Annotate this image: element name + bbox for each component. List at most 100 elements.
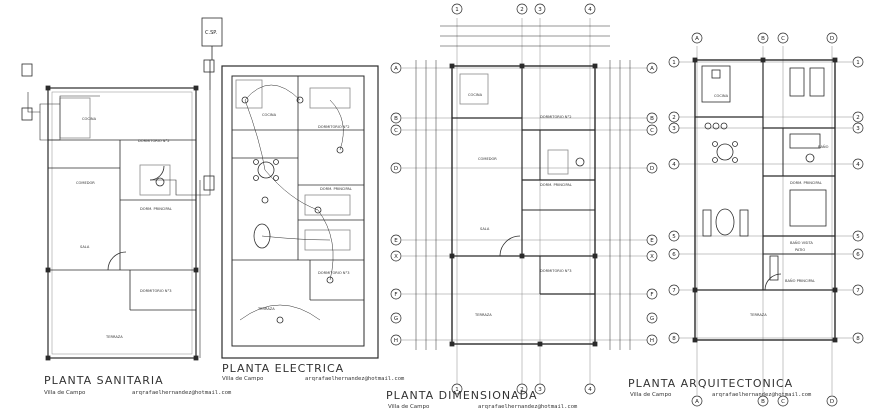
svg-text:2: 2 [520, 387, 524, 393]
room-dorm3-dim: DORMITORIO N°3 [540, 269, 572, 273]
grid-bubble-dim-bottom-4: 4 [584, 383, 596, 395]
svg-text:7: 7 [856, 288, 860, 294]
room-cocina-san: COCINA [82, 117, 97, 121]
svg-text:X: X [650, 254, 654, 260]
svg-text:4: 4 [588, 387, 592, 393]
room-comedor-san: COMEDOR [76, 181, 95, 185]
subtitle-electrica: Villa de Campo [222, 376, 264, 382]
grid-bubble-arq-top-A: A [691, 32, 703, 44]
title-planta-electrica: PLANTA ELECTRICA [222, 362, 345, 375]
svg-text:4: 4 [856, 162, 860, 168]
room-dorm2-san: DORMITORIO N°2 [138, 139, 170, 143]
svg-text:G: G [394, 316, 398, 322]
grid-bubble-arq-left-6: 6 [668, 248, 680, 260]
grid-bubble-arq-right-2: 2 [852, 111, 864, 123]
room-bano-arq: BAÑO [818, 144, 829, 149]
grid-bubble-dim-left-C: C [390, 124, 402, 136]
grid-bubble-dim-right-E: E [646, 234, 658, 246]
room-dormprin-ele: DORM. PRINCIPAL [320, 187, 352, 191]
room-labels: COCINA DORMITORIO N°2 COMEDOR DORM. PRIN… [76, 93, 829, 339]
grid-bubble-arq-right-1: 1 [852, 56, 864, 68]
room-terraza-dim: TERRAZA [474, 313, 492, 317]
svg-text:D: D [650, 166, 654, 172]
room-banovisita-arq: BAÑO VISITA [790, 240, 813, 245]
svg-text:H: H [394, 338, 398, 344]
grid-bubble-dim-left-D: D [390, 162, 402, 174]
svg-text:F: F [650, 292, 653, 298]
svg-text:6: 6 [856, 252, 860, 258]
csp-label: C.SP. [205, 30, 217, 36]
grid-bubble-dim-left-F: F [390, 288, 402, 300]
subtitle-sanitaria: Villa de Campo [44, 390, 86, 396]
grid-bubble-dim-left-A: A [390, 62, 402, 74]
room-sala-san: SALA [80, 245, 90, 249]
room-comedor-dim: COMEDOR [478, 157, 497, 161]
room-banoprin-arq: BAÑO PRINCIPAL [785, 278, 815, 283]
room-dorm2-dim: DORMITORIO N°2 [540, 115, 572, 119]
grid-bubble-arq-left-7: 7 [668, 284, 680, 296]
svg-text:8: 8 [856, 336, 860, 342]
grid-bubble-arq-right-7: 7 [852, 284, 864, 296]
room-dormprin-arq: DORM. PRINCIPAL [790, 181, 822, 185]
grid-bubble-arq-left-1: 1 [668, 56, 680, 68]
grid-bubble-dim-bottom-2: 2 [516, 383, 528, 395]
svg-text:C: C [650, 128, 654, 134]
svg-text:3: 3 [538, 7, 542, 13]
svg-text:B: B [650, 116, 654, 122]
grid-bubble-dim-right-H: H [646, 334, 658, 346]
grid-bubble-arq-right-6: 6 [852, 248, 864, 260]
svg-text:4: 4 [588, 7, 592, 13]
room-cocina-dim: COCINA [468, 93, 483, 97]
email-sanitaria: arqrafaelhernandez@hotmail.com [132, 390, 232, 396]
grid-bubble-arq-top-C: C [777, 32, 789, 44]
title-planta-arquitectonica: PLANTA ARQUITECTONICA [628, 377, 794, 390]
plan-sanitaria [21, 59, 215, 361]
grid-bubble-dim-bottom-1: 1 [451, 383, 463, 395]
svg-text:H: H [650, 338, 654, 344]
room-dormprin-san: DORM. PRINCIPAL [140, 207, 172, 211]
svg-text:2: 2 [856, 115, 860, 121]
grid-bubble-arq-bottom-A: A [691, 395, 703, 407]
grid-bubble-dim-top-1: 1 [451, 3, 463, 15]
plan-electrica [221, 65, 379, 359]
grid-bubble-dim-left-G: G [390, 312, 402, 324]
svg-text:5: 5 [672, 234, 676, 240]
grid-bubble-dim-left-X: X [390, 250, 402, 262]
grid-bubble-arq-top-D: D [826, 32, 838, 44]
room-dormprin-dim: DORM. PRINCIPAL [540, 183, 572, 187]
svg-text:G: G [650, 316, 654, 322]
plan-arquitectonica [678, 46, 852, 395]
svg-text:X: X [394, 254, 398, 260]
grid-bubble-dim-left-H: H [390, 334, 402, 346]
room-sala-dim: SALA [480, 227, 490, 231]
svg-text:3: 3 [672, 126, 676, 132]
svg-text:A: A [695, 36, 699, 42]
grid-bubble-arq-left-4: 4 [668, 158, 680, 170]
plan-dimensionada [402, 18, 648, 385]
grid-bubble-dim-top-4: 4 [584, 3, 596, 15]
grid-bubble-dim-top-3: 3 [534, 3, 546, 15]
room-terraza-san: TERRAZA [105, 335, 123, 339]
svg-text:7: 7 [672, 288, 676, 294]
title-planta-dimensionada: PLANTA DIMENSIONADA [386, 389, 538, 402]
grid-bubble-dim-bottom-3: 3 [534, 383, 546, 395]
svg-text:3: 3 [856, 126, 860, 132]
subtitle-dimensionada: Villa de Campo [388, 404, 430, 410]
grid-bubble-arq-left-5: 5 [668, 230, 680, 242]
grid-bubble-dim-right-D: D [646, 162, 658, 174]
grid-bubble-dim-left-B: B [390, 112, 402, 124]
grid-bubble-dim-left-E: E [390, 234, 402, 246]
svg-text:5: 5 [856, 234, 860, 240]
email-dimensionada: arqrafaelhernandez@hotmail.com [478, 404, 578, 410]
subtitle-arquitectonica: Villa de Campo [630, 392, 672, 398]
svg-text:A: A [394, 66, 398, 72]
svg-text:E: E [650, 238, 654, 244]
svg-text:C: C [394, 128, 398, 134]
svg-text:A: A [695, 399, 699, 405]
grid-bubble-arq-bottom-D: D [826, 395, 838, 407]
svg-text:D: D [830, 36, 834, 42]
svg-text:1: 1 [455, 7, 459, 13]
svg-text:C: C [781, 399, 785, 405]
